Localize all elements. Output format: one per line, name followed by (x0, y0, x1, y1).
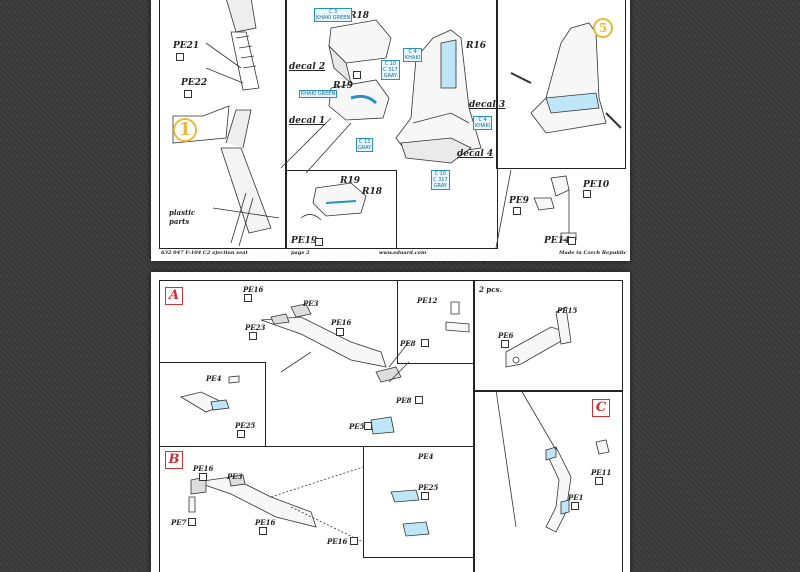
part-label-pe15: PE15 (557, 306, 578, 315)
part-label-pe16-e: PE16 (327, 537, 348, 546)
part-label-pe16-b: PE16 (331, 318, 352, 327)
checkbox (315, 238, 323, 246)
checkbox (501, 340, 509, 348)
instruction-page-lower: A B C 2 pcs. PE16 PE3 PE23 PE16 PE12 PE8… (151, 272, 630, 572)
part-label-r16: R16 (466, 41, 487, 51)
footer-made-in: Made in Czech Republic (559, 250, 627, 256)
part-label-r19a: R19 (333, 81, 354, 91)
part-label-pe10: PE10 (583, 180, 610, 190)
color-callout-c10: C 10 C 317 GRAY (381, 60, 400, 80)
page2-drawings (179, 301, 610, 543)
checkbox (353, 71, 361, 79)
checkbox (364, 422, 372, 430)
part-label-pe8-b: PE8 (396, 396, 412, 405)
section-c-badge: C (592, 399, 610, 417)
part-label-pe3-a: PE3 (303, 299, 319, 308)
footer-code: 632 047 F-104 C2 ejection seat (161, 250, 248, 256)
checkbox (259, 527, 267, 535)
decal-1-label: decal 1 (289, 116, 326, 126)
panel-left (159, 0, 287, 249)
part-label-pe4-a: PE4 (206, 374, 222, 383)
checkbox (176, 53, 184, 61)
step-number-1: 1 (173, 118, 197, 142)
two-pieces-note: 2 pcs. (479, 285, 502, 294)
decal-2-label: decal 2 (289, 62, 326, 72)
two-pcs-frame (473, 280, 623, 392)
part-label-pe3-b: PE3 (227, 472, 243, 481)
part-label-pe14: PE14 (544, 236, 571, 246)
section-c-frame (473, 390, 623, 572)
color-callout-khaki: KHAKI GREEN (299, 90, 338, 98)
panel-right (496, 0, 626, 169)
section-a-badge: A (165, 287, 183, 305)
plastic-parts-label: plastic parts (169, 208, 196, 226)
checkbox (568, 237, 576, 245)
checkbox (421, 339, 429, 347)
part-label-pe11: PE11 (591, 468, 612, 477)
part-label-pe16-c: PE16 (193, 464, 214, 473)
checkbox (583, 190, 591, 198)
checkbox (244, 294, 252, 302)
part-label-pe1: PE1 (568, 493, 584, 502)
part-label-pe19: PE19 (291, 236, 318, 246)
color-callout-c4: C 4 KHAKI (403, 48, 423, 62)
color-callout-c4b: C 4 KHAKI (473, 116, 493, 130)
part-label-r19b: R19 (340, 176, 361, 186)
part-label-pe25-a: PE25 (235, 421, 256, 430)
part-label-r18b: R18 (362, 187, 383, 197)
color-callout-c3: C 3 KHAKI GREEN (314, 8, 353, 22)
footer-page: page 2 (291, 250, 310, 256)
part-label-pe9: PE9 (509, 196, 529, 206)
checkbox (415, 396, 423, 404)
part-label-pe23: PE23 (245, 323, 266, 332)
part-label-pe12: PE12 (417, 296, 438, 305)
part-label-pe7: PE7 (171, 518, 187, 527)
checkbox (513, 207, 521, 215)
pe12-subframe (397, 280, 475, 364)
footer-website: www.eduard.com (379, 250, 427, 256)
part-label-pe4-b: PE4 (418, 452, 434, 461)
checkbox (571, 502, 579, 510)
checkbox (350, 537, 358, 545)
page1-drawings (172, 0, 622, 249)
part-label-pe5: PE5 (349, 422, 365, 431)
checkbox (199, 473, 207, 481)
part-label-pe16-d: PE16 (255, 518, 276, 527)
section-b-badge: B (165, 451, 183, 469)
checkbox (421, 492, 429, 500)
color-callout-c10b: C 10 C 317 GRAY (431, 170, 450, 190)
part-label-pe25-b: PE25 (418, 483, 439, 492)
panel-pe19 (285, 170, 397, 249)
checkbox (595, 477, 603, 485)
instruction-page-upper: 1 5 PE21 PE22 plastic parts R18 decal 2 … (151, 0, 630, 261)
color-callout-c13: C 13 GRAY (356, 138, 374, 152)
checkbox (184, 90, 192, 98)
part-label-pe21: PE21 (173, 41, 200, 51)
checkbox (249, 332, 257, 340)
checkbox (237, 430, 245, 438)
part-label-pe6: PE6 (498, 331, 514, 340)
decal-3-label: decal 3 (469, 100, 506, 110)
step-number-5: 5 (593, 18, 613, 38)
part-label-pe16-a: PE16 (243, 285, 264, 294)
part-label-pe22: PE22 (181, 78, 208, 88)
part-label-pe8-a: PE8 (400, 339, 416, 348)
checkbox (188, 518, 196, 526)
pe4-subframe-b (363, 446, 475, 558)
decal-4-label: decal 4 (457, 149, 494, 159)
part-label-r18a: R18 (349, 11, 370, 21)
checkbox (336, 328, 344, 336)
